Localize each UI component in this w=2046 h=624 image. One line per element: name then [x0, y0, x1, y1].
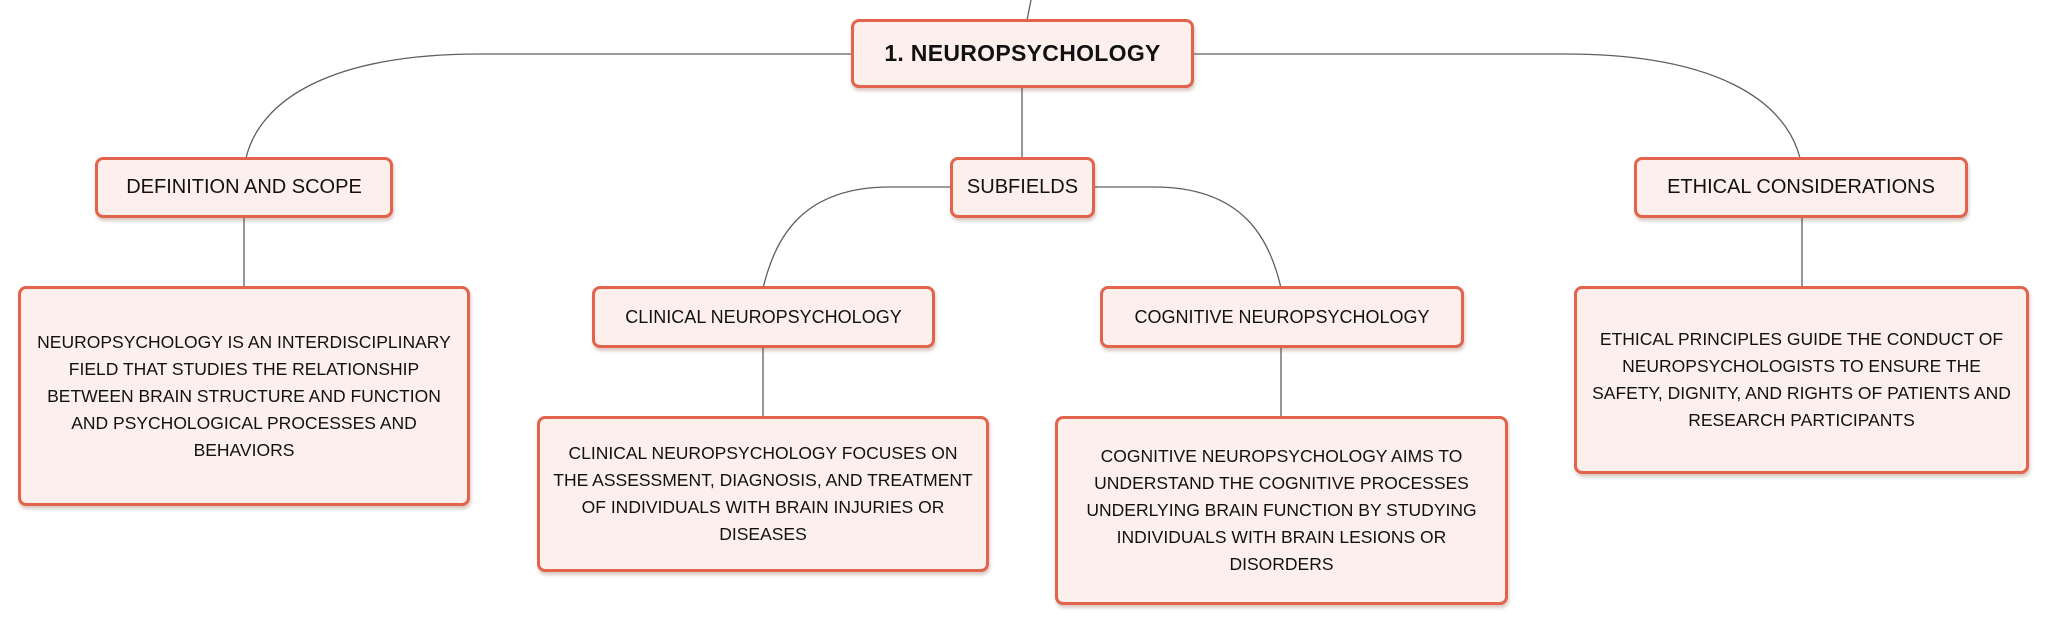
cognitive-neuropsychology-label: COGNITIVE NEUROPSYCHOLOGY [1134, 306, 1430, 327]
clinical-neuropsychology-node[interactable]: CLINICAL NEUROPSYCHOLOGY [592, 286, 935, 348]
connector-subfields-clinical [762, 186, 951, 289]
clinical-neuropsychology-label: CLINICAL NEUROPSYCHOLOGY [625, 306, 902, 327]
ethics-description-text: ETHICAL PRINCIPLES GUIDE THE CONDUCT OF … [1592, 329, 2011, 430]
clinical-description-node[interactable]: CLINICAL NEUROPSYCHOLOGY FOCUSES ON THE … [537, 416, 989, 572]
connector-root-definition [245, 53, 852, 159]
root-node[interactable]: 1. NEUROPSYCHOLOGY [851, 19, 1194, 88]
connector-root-ethics [1193, 53, 1801, 159]
definition-and-scope-node[interactable]: DEFINITION AND SCOPE [95, 157, 393, 218]
subfields-node[interactable]: SUBFIELDS [950, 157, 1095, 218]
definition-description-node[interactable]: NEUROPSYCHOLOGY IS AN INTERDISCIPLINARY … [18, 286, 470, 506]
connector-incoming [1026, 0, 1032, 21]
cognitive-description-text: COGNITIVE NEUROPSYCHOLOGY AIMS TO UNDERS… [1086, 446, 1477, 574]
connector-subfields-cognitive [1093, 186, 1282, 289]
cognitive-neuropsychology-node[interactable]: COGNITIVE NEUROPSYCHOLOGY [1100, 286, 1464, 348]
definition-and-scope-label: DEFINITION AND SCOPE [126, 176, 362, 198]
ethical-considerations-label: ETHICAL CONSIDERATIONS [1667, 176, 1935, 198]
definition-description-text: NEUROPSYCHOLOGY IS AN INTERDISCIPLINARY … [37, 331, 451, 460]
clinical-description-text: CLINICAL NEUROPSYCHOLOGY FOCUSES ON THE … [553, 443, 973, 544]
ethics-description-node[interactable]: ETHICAL PRINCIPLES GUIDE THE CONDUCT OF … [1574, 286, 2029, 474]
ethical-considerations-node[interactable]: ETHICAL CONSIDERATIONS [1634, 157, 1968, 218]
subfields-label: SUBFIELDS [966, 176, 1079, 198]
cognitive-description-node[interactable]: COGNITIVE NEUROPSYCHOLOGY AIMS TO UNDERS… [1055, 416, 1508, 605]
root-node-label: 1. NEUROPSYCHOLOGY [884, 40, 1161, 66]
